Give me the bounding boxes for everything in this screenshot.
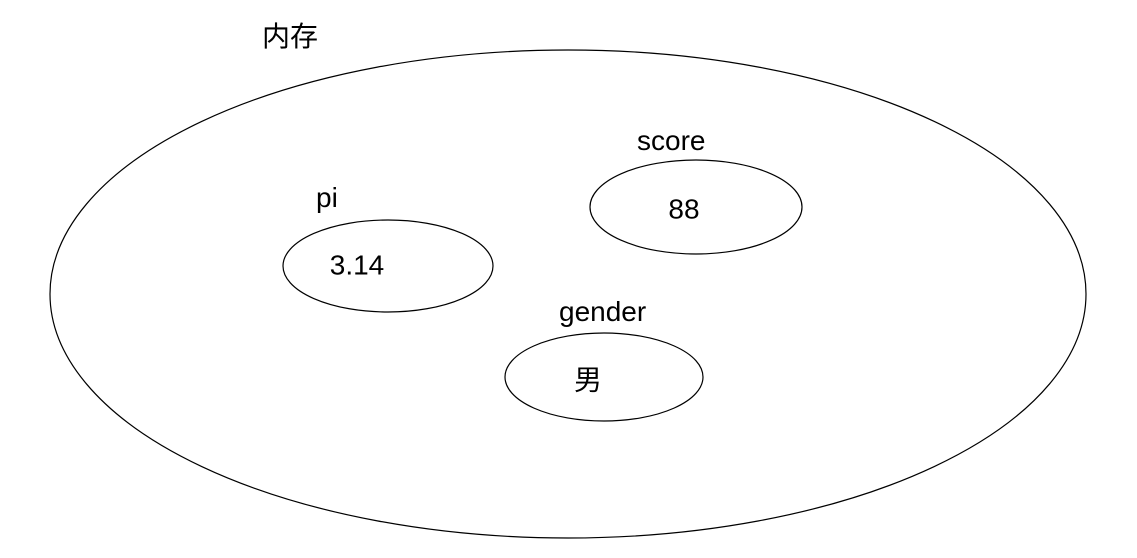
variable-value-pi: 3.14: [329, 249, 385, 281]
memory-ellipse: [49, 49, 1087, 539]
variable-label-pi: pi: [316, 182, 338, 213]
gender-ellipse: [504, 332, 704, 422]
variable-label-gender: gender: [559, 296, 647, 327]
pi-ellipse: [282, 219, 494, 313]
variable-label-score: score: [637, 125, 706, 156]
variable-value-gender: 男: [573, 364, 603, 396]
memory-label: 内存: [262, 21, 319, 52]
score-ellipse: [589, 159, 803, 255]
variable-value-score: 88: [668, 193, 700, 225]
